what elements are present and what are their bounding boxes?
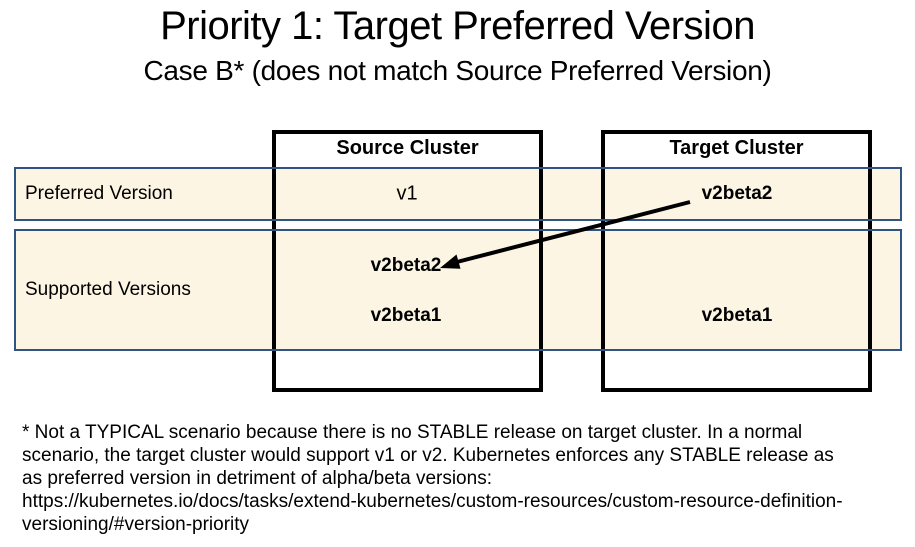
slide-title: Priority 1: Target Preferred Version <box>160 4 755 48</box>
source-supported-version-value-2: v2beta1 <box>370 305 442 326</box>
slide-subtitle: Case B* (does not match Source Preferred… <box>143 55 772 86</box>
preferred-version-label: Preferred Version <box>25 183 173 204</box>
target-supported-version-value-1: v2beta1 <box>701 305 773 326</box>
source-supported-version-value-1: v2beta2 <box>370 255 442 276</box>
footnote: * Not a TYPICAL scenario because there i… <box>22 422 843 535</box>
source-preferred-version-value: v1 <box>396 182 418 205</box>
source-cluster-header: Source Cluster <box>336 137 479 159</box>
target-cluster-header: Target Cluster <box>669 137 804 159</box>
supported-versions-label: Supported Versions <box>25 279 191 300</box>
target-preferred-version-value: v2beta2 <box>701 183 773 204</box>
